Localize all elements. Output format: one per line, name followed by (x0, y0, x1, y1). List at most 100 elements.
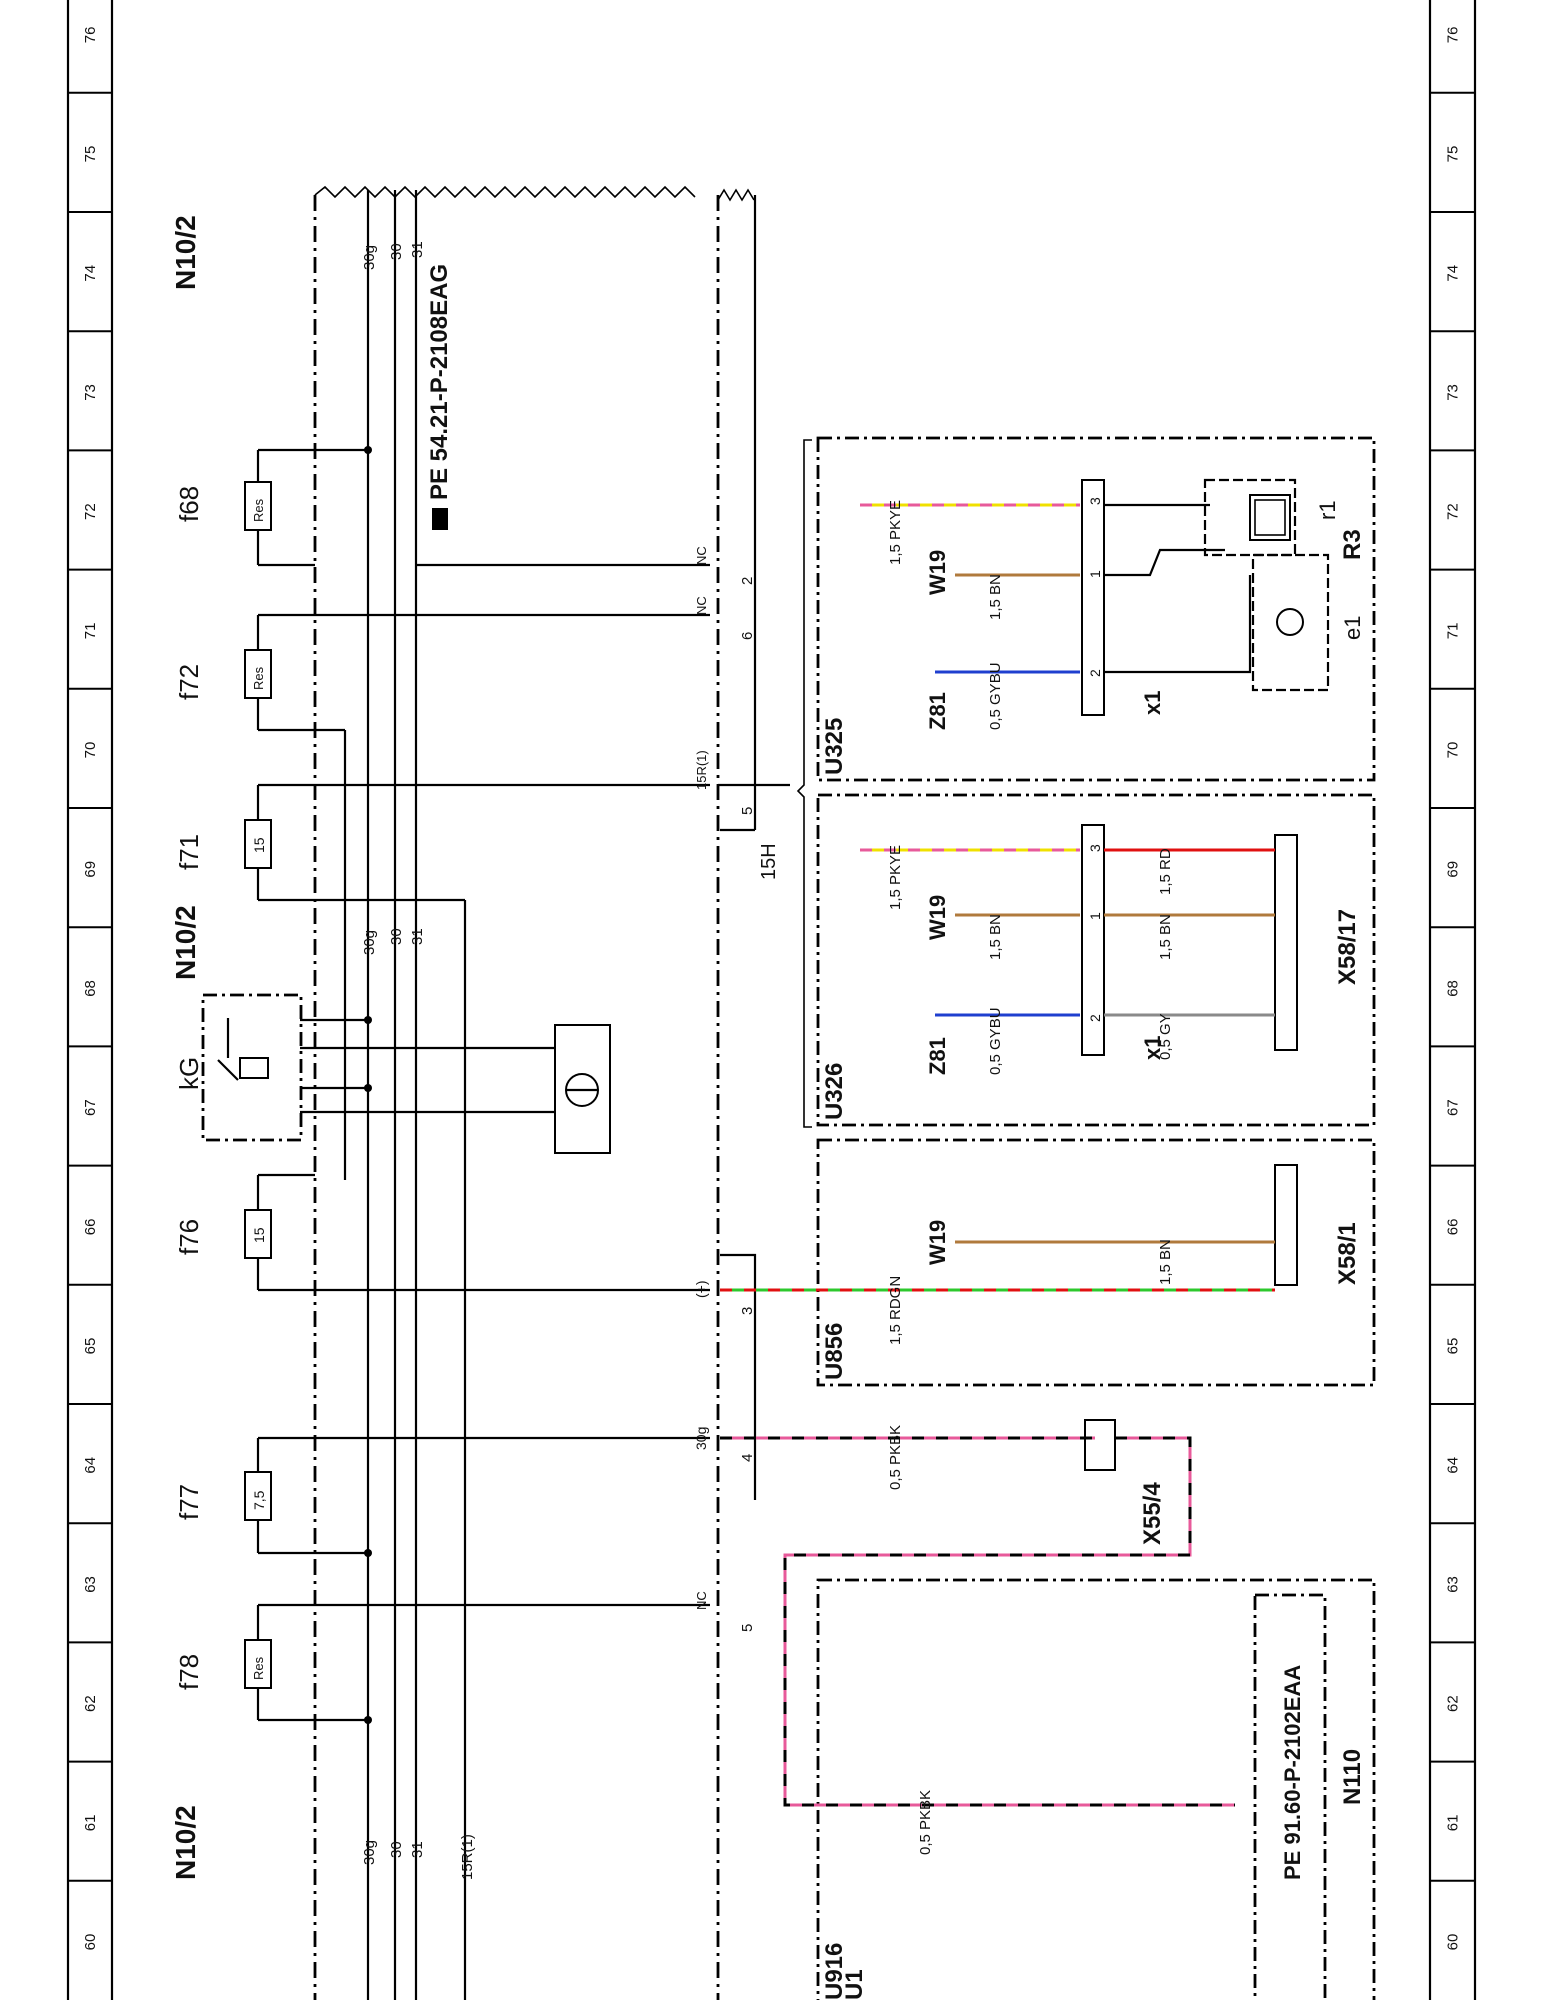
fuse-f71-rating: 15 (251, 837, 267, 853)
grid-label-right: 64 (1445, 1457, 1462, 1474)
wire-pkbk-top: 0,5 PKBK (887, 1425, 904, 1490)
zone-u916: U916 U1 (816, 1578, 1376, 2000)
grid-label-right: 74 (1445, 265, 1462, 282)
grid-label-left: 65 (82, 1338, 99, 1355)
wire-u326-bn-b: 1,5 BN (1157, 914, 1174, 960)
fuse-f68-name: f68 (174, 486, 204, 522)
fuse-f76-rating: 15 (251, 1227, 267, 1243)
grid-label-right: 63 (1445, 1576, 1462, 1593)
grid-label-left: 68 (82, 980, 99, 997)
fuse-f68: Res f68 (174, 448, 315, 567)
pin-nc5-num: 5 (739, 1624, 756, 1632)
fuse-f77-name: f77 (174, 1484, 204, 1520)
pin-u326-1: 1 (1087, 912, 1103, 920)
control-unit (554, 1024, 611, 1154)
pin-nc2-num: 2 (739, 577, 756, 585)
relay-kg: kG (174, 993, 555, 1142)
grid-label-right: 69 (1445, 861, 1462, 878)
grid-label-right: 61 (1445, 1815, 1462, 1832)
fuse-f71-name: f71 (174, 834, 204, 870)
ground-z81-u326: Z81 (925, 1037, 950, 1075)
zone-u326: U326 (816, 793, 1376, 1127)
wire-u326-gy: 0,5 GY (1157, 1013, 1174, 1060)
u325-wiring: x1 1,5 PKYE 1,5 BN 0,5 GYBU W19 Z81 3 1 … (860, 478, 1366, 730)
wire-u326-bn-a: 1,5 BN (987, 914, 1004, 960)
colored-wire (783, 1436, 1235, 1807)
grid-label-left: 75 (82, 146, 99, 163)
n110-module: N110 PE 91.60-P-2102EAA (1253, 1593, 1366, 2000)
pin-nc2: NC (694, 546, 709, 565)
connector-n110: N110 (1339, 1749, 1366, 1805)
grid-label-right: 72 (1445, 503, 1462, 520)
zone-u1-label: U1 (841, 1969, 868, 2000)
pin-30g: 30g (693, 1427, 709, 1450)
bus-label-31-top: 31 (409, 241, 426, 258)
pin-plus: (+) (693, 1281, 709, 1299)
zone-u325: U325 (816, 436, 1376, 782)
connector-x1-u325: x1 (1140, 691, 1165, 715)
grid-label-right: 68 (1445, 980, 1462, 997)
wire-u856-rdgn: 1,5 RDGN (887, 1276, 904, 1345)
grid-label-left: 61 (82, 1815, 99, 1832)
pe-reference-bottom[interactable]: PE 91.60-P-2102EAA (1280, 1665, 1305, 1880)
grid-label-right: 71 (1445, 623, 1462, 640)
pin-nc6-num: 6 (739, 632, 756, 640)
zone-u325-label: U325 (821, 718, 848, 775)
pin-30g-num: 4 (739, 1454, 756, 1462)
u326-wiring: x1 X58/17 1,5 PKYE 1,5 RD 1,5 BN 1,5 BN … (860, 824, 1361, 1075)
pin-u325-2: 2 (1087, 669, 1103, 677)
module-label-middle: N10/2 (170, 905, 201, 980)
grid-label-right: 76 (1445, 27, 1462, 44)
bus-label-30g-bottom: 30g (361, 1840, 378, 1865)
zone-brace (796, 439, 812, 1128)
grid-label-right: 66 (1445, 1219, 1462, 1236)
bus-label-30g-top: 30g (361, 245, 378, 270)
fuse-f68-rating: Res (251, 498, 266, 522)
grid-label-left: 60 (82, 1934, 99, 1951)
connector-x58-1: X58/1 (1334, 1222, 1361, 1285)
grid-label-left: 64 (82, 1457, 99, 1474)
grid-label-left: 69 (82, 861, 99, 878)
wire-u856-bn: 1,5 BN (1157, 1239, 1174, 1285)
grid-label-right: 67 (1445, 1099, 1462, 1116)
bus-label-30g-mid: 30g (361, 930, 378, 955)
grid-label-left: 63 (82, 1576, 99, 1593)
zone-u916-label: U916 (821, 1943, 848, 2000)
pe-reference-top[interactable]: PE 54.21-P-2108EAG (426, 264, 453, 530)
module-label-bottom: N10/2 (170, 1805, 201, 1880)
pin-lines: NC 2 NC 6 15R(1) 5 15H (+) 3 30g 4 NC 5 (315, 546, 790, 1632)
pin-u326-2: 2 (1087, 1014, 1103, 1022)
grid-label-left: 74 (82, 265, 99, 282)
connector-x58-17: X58/17 (1334, 909, 1361, 985)
wire-u325-bn: 1,5 BN (987, 574, 1004, 620)
pin-u326-3: 3 (1087, 844, 1103, 852)
fuse-f78-rating: Res (251, 1656, 266, 1680)
lamp-icon (1276, 608, 1304, 636)
pin-15r: 15R(1) (694, 750, 709, 790)
ground-w19-u325: W19 (925, 550, 950, 595)
relay-kg-label: kG (174, 1057, 204, 1090)
fuse-f76-name: f76 (174, 1219, 204, 1255)
fuse-f76: 15 f76 (174, 1173, 315, 1292)
module-label-top: N10/2 (170, 215, 201, 290)
wire-u325-pkye: 1,5 PKYE (887, 500, 904, 565)
connector-x55-4: X55/4 (1139, 1482, 1166, 1545)
component-r3: R3 (1339, 529, 1366, 560)
wire-pkbk-bottom: 0,5 PKBK (917, 1790, 934, 1855)
zone-u856-label: U856 (821, 1323, 848, 1380)
grid-label-left: 67 (82, 1099, 99, 1116)
ground-w19-u856: W19 (925, 1220, 950, 1265)
fuse-f71: 15 f71 (174, 783, 465, 902)
grid-label-right: 70 (1445, 742, 1462, 759)
fuse-f72-rating: Res (251, 666, 266, 690)
grid-label-right: 65 (1445, 1338, 1462, 1355)
zone-u856: U856 (816, 1138, 1376, 1387)
wire-u325-gybu: 0,5 GYBU (987, 662, 1004, 730)
grid-label-left: 76 (82, 27, 99, 44)
bus-label-30-bottom: 30 (388, 1841, 405, 1858)
x55-4-wiring: 0,5 PKBK X55/4 0,5 PKBK (720, 1419, 1235, 1855)
hand-pointer-icon (432, 508, 448, 530)
connector-x1-u326: x1 (1140, 1036, 1165, 1060)
fuse-f72-name: f72 (174, 664, 204, 700)
